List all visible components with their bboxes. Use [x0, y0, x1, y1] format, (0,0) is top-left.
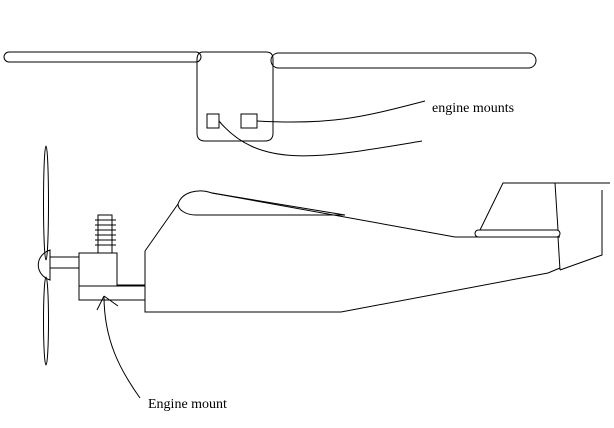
engine	[78, 214, 146, 301]
wing-root-airfoil	[177, 190, 346, 216]
engine-cylinder	[97, 214, 113, 254]
horizontal-stabilizer	[474, 229, 561, 238]
propeller-blade-upper	[43, 145, 49, 261]
prop-shaft	[49, 256, 80, 269]
leader-line-lower	[218, 120, 423, 157]
vertical-fin	[479, 182, 610, 271]
engine-block	[78, 252, 118, 287]
engine-mount-left	[206, 113, 220, 129]
arrow-head-right	[103, 295, 119, 307]
propeller-blade-lower	[43, 276, 49, 366]
top-view	[3, 51, 537, 157]
fuselage-outline	[117, 203, 561, 313]
fuselage-cross-section	[196, 51, 274, 142]
engine-mount-side	[78, 285, 146, 301]
spinner	[37, 249, 51, 281]
left-wing	[3, 51, 202, 63]
engine-mount-leader	[103, 295, 141, 399]
propeller	[37, 145, 80, 366]
engine-mounts-label: engine mounts	[432, 101, 515, 116]
tail	[474, 182, 610, 271]
side-view	[37, 145, 610, 399]
arrow-head-left	[96, 295, 105, 311]
leader-line-upper	[256, 100, 426, 123]
fuselage-top-line	[211, 192, 456, 238]
engine-mount-right	[240, 113, 258, 129]
fuselage	[117, 190, 561, 313]
engine-mount-label: Engine mount	[148, 397, 227, 412]
right-wing	[270, 52, 537, 69]
